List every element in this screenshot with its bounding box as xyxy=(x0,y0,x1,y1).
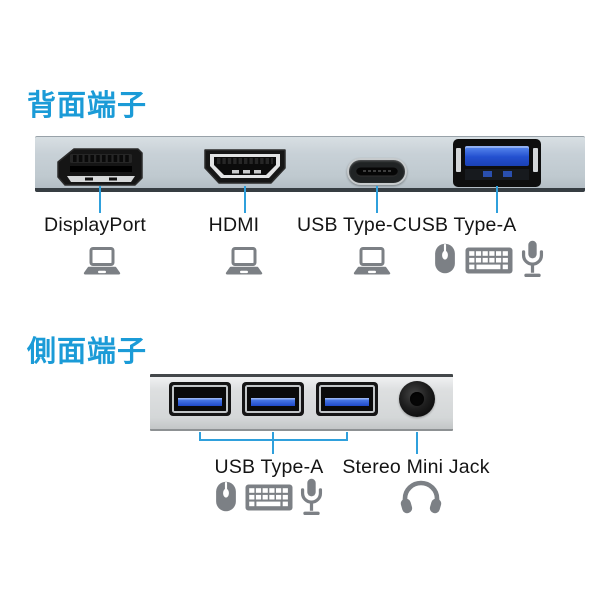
stereo-mini-jack-port xyxy=(399,381,435,417)
usb-type-a-port-rear xyxy=(453,139,541,187)
hdmi-label: HDMI xyxy=(208,214,260,236)
usb-blue-tongue xyxy=(325,398,369,406)
rear-section-heading: 背面端子 xyxy=(27,88,148,122)
leader-line-usb-2 xyxy=(272,432,274,440)
leader-line-usb-center xyxy=(272,440,274,454)
usb-blue-tongue xyxy=(465,146,529,166)
leader-line-usb-type-c xyxy=(376,186,378,213)
hdmi-port xyxy=(204,149,286,184)
usb-pin xyxy=(503,171,512,177)
usb-type-a-port-side-3 xyxy=(316,382,378,416)
headphones-icon xyxy=(400,480,442,514)
usb-latch xyxy=(456,148,461,172)
leader-line-jack xyxy=(416,432,418,454)
mouse-icon xyxy=(215,481,237,512)
usb-contacts xyxy=(465,169,529,180)
leader-line-hdmi xyxy=(244,186,246,213)
side-panel xyxy=(150,374,453,431)
displayport-port xyxy=(57,148,143,186)
displayport-label: DisplayPort xyxy=(44,214,146,236)
rear-panel xyxy=(35,136,585,192)
leader-line-usb-type-a xyxy=(496,186,498,213)
leader-line-usb-3 xyxy=(346,432,348,440)
usb-blue-tongue xyxy=(251,398,295,406)
usb-type-a-side-label: USB Type-A xyxy=(214,456,324,478)
usb-blue-tongue xyxy=(178,398,222,406)
usb-pin xyxy=(483,171,492,177)
keyboard-icon xyxy=(245,484,293,511)
leader-line-displayport xyxy=(99,186,101,213)
usb-type-c-slot xyxy=(356,167,398,176)
side-section-heading: 側面端子 xyxy=(27,334,148,368)
usb-type-c-label: USB Type-C xyxy=(296,214,407,236)
usb-type-a-port-side-1 xyxy=(169,382,231,416)
usb-latch xyxy=(533,148,538,172)
usb-type-c-port xyxy=(347,158,407,185)
stereo-mini-jack-label: Stereo Mini Jack xyxy=(342,456,490,478)
usb-type-a-port-side-2 xyxy=(242,382,304,416)
microphone-icon xyxy=(299,478,324,516)
usb-type-a-label: USB Type-A xyxy=(407,214,517,236)
leader-line-usb-1 xyxy=(199,432,201,440)
